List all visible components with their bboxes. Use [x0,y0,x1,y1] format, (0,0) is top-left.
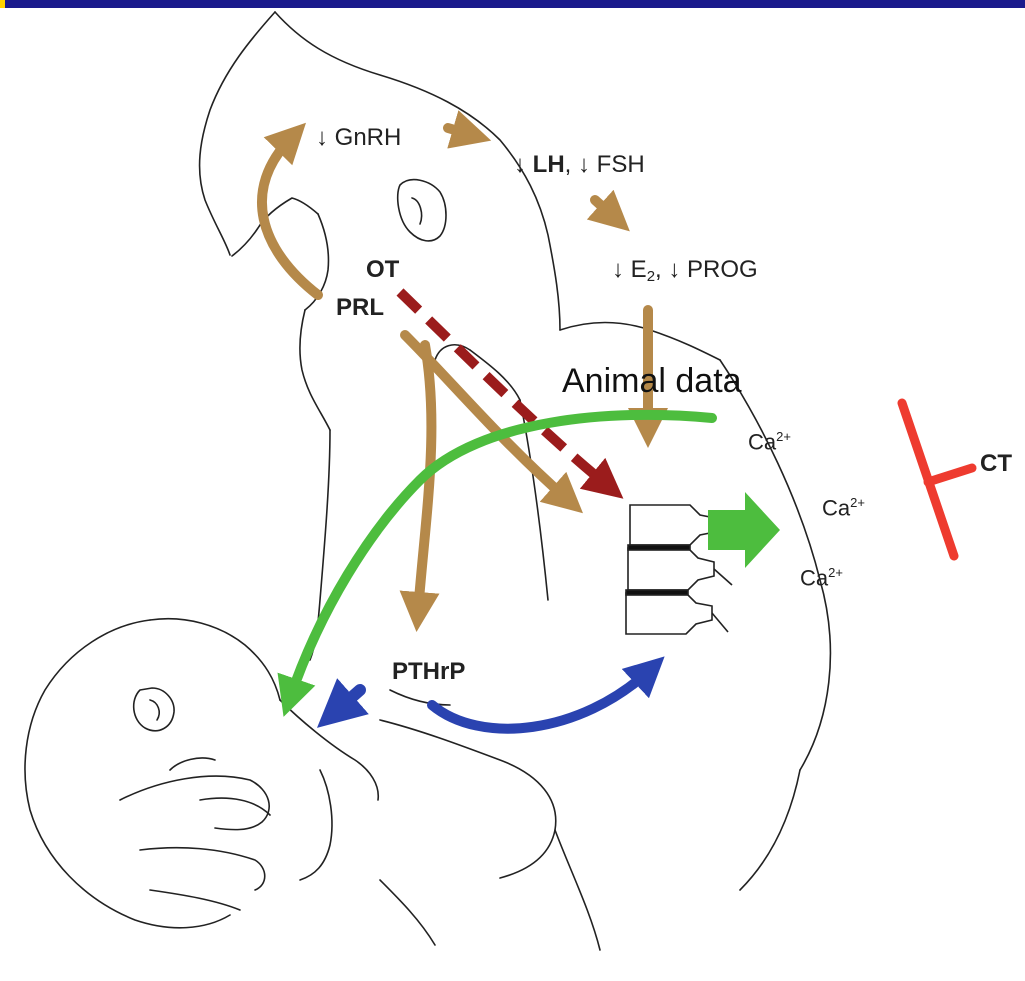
prog-text: , ↓ PROG [655,256,758,283]
infant-ear-inner [150,700,159,720]
mother-shoulder [560,323,720,361]
prl-to-gnrh-arrow [262,137,318,295]
ct-label: CT [980,452,1012,476]
lh-fsh-label: ↓ LH, ↓ FSH [514,153,645,177]
pthrp-to-infant-arrow [335,690,360,712]
mother-hand-small [300,770,332,880]
gnrh-label: ↓ GnRH [316,126,401,150]
lh-text: LH [533,151,565,178]
prl-label: PRL [336,296,384,320]
ot-label: OT [366,258,399,282]
calcitonin-inhibition-symbol [902,403,972,556]
infant-head-top [150,619,280,700]
e2-prefix: ↓ E [612,256,647,283]
mother-hand-large [120,776,269,910]
calcium-label-1: Ca2+ [748,430,791,453]
mother-lower-arm [280,700,378,800]
mother-hand-fingers [170,758,270,815]
fsh-to-e2-arrow [595,200,615,218]
fsh-text: , ↓ FSH [565,151,645,178]
calcium-label-3: Ca2+ [800,566,843,589]
calcium-text-3: Ca [800,565,828,590]
calcium-label-2: Ca2+ [822,496,865,519]
e2-prog-label: ↓ E2, ↓ PROG [612,258,758,284]
lh-arrow: ↓ [514,151,533,178]
animal-data-label: Animal data [562,364,742,398]
pthrp-label: PTHrP [392,660,465,684]
mother-ear-inner [412,198,422,224]
calcium-charge-3: 2+ [828,565,843,580]
mother-neck-back [470,350,520,400]
gnrh-to-lh-arrow [448,128,472,135]
e2-subscript: 2 [647,268,655,285]
infant-head [25,620,230,928]
mother-fist [380,720,556,878]
mother-lower-body [555,770,800,950]
mother-neck-front [300,310,330,430]
calcium-charge-2: 2+ [850,495,865,510]
calcium-text-2: Ca [822,495,850,520]
bone-calcium-release-arrow [708,492,780,568]
mother-sleeve-fold [390,690,450,705]
calcium-charge-1: 2+ [776,429,791,444]
bottom-fold [380,880,435,945]
calcium-text-1: Ca [748,429,776,454]
infant-ear [134,688,174,731]
